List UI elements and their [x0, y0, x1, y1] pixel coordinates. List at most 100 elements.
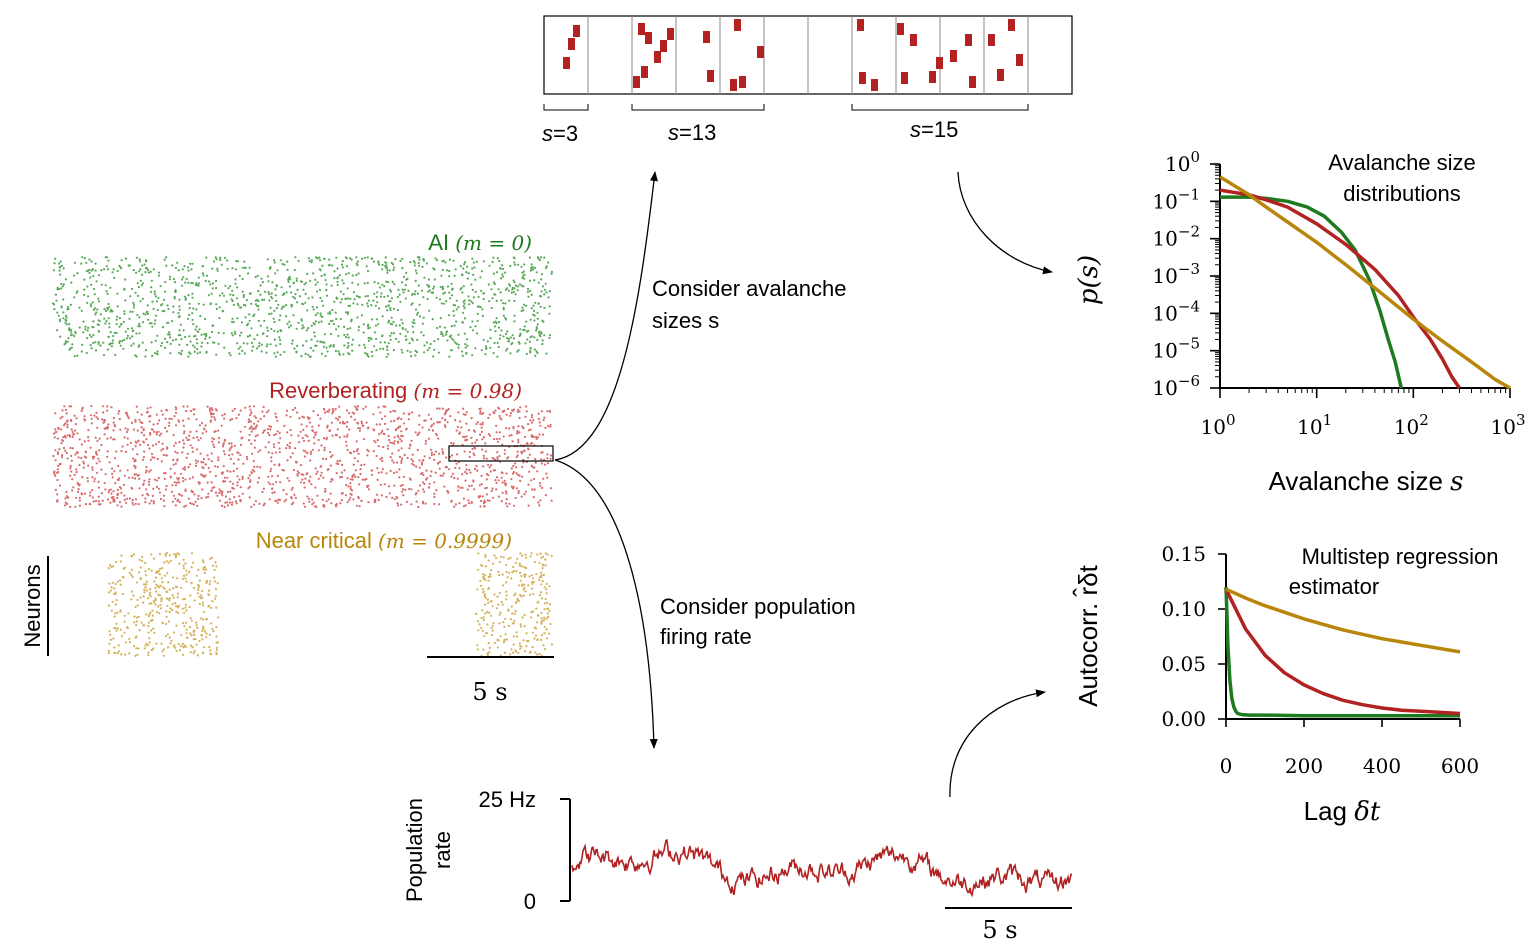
spike-dot [279, 314, 282, 317]
spike-dot [54, 474, 57, 477]
spike-dot [487, 474, 490, 477]
spike-dot [441, 474, 444, 477]
spike-dot [166, 604, 169, 608]
spike-dot [347, 344, 350, 347]
spike-dot [356, 316, 359, 319]
spike-dot [323, 437, 326, 440]
spike-dot [186, 439, 189, 442]
spike-dot [58, 318, 62, 321]
spike-dot [64, 436, 67, 439]
spike-dot [395, 428, 398, 431]
spike-dot [549, 457, 552, 460]
spike-dot [259, 449, 262, 452]
spike-dot [402, 488, 405, 491]
spike-dot [228, 449, 231, 452]
spike-dot [204, 335, 207, 338]
spike-dot [108, 642, 111, 645]
spike-dot [142, 440, 145, 443]
spike-dot [233, 407, 236, 410]
spike-dot [451, 288, 454, 291]
spike-dot [487, 579, 490, 582]
spike-dot [505, 482, 508, 485]
spike-dot [428, 482, 431, 485]
spike-dot [100, 283, 103, 286]
spike-dot [310, 259, 313, 262]
spike-dot [314, 434, 317, 437]
spike-dot [436, 326, 439, 330]
spike-dot [142, 458, 145, 461]
spike-dot [465, 435, 468, 438]
spike-dot [544, 552, 547, 555]
spike-dot [535, 271, 538, 274]
spike-dot [250, 302, 253, 305]
spike-dot [214, 430, 217, 433]
spike-dot [287, 326, 291, 329]
spike-dot [217, 441, 221, 444]
spike-dot [393, 419, 396, 422]
spike-dot [96, 439, 99, 442]
spike-dot [132, 594, 135, 597]
spike-dot [512, 464, 515, 468]
spike-dot [193, 630, 196, 633]
spike-dot [124, 278, 127, 281]
spike-dot [273, 309, 276, 312]
spike-dot [527, 483, 530, 486]
spike-dot [271, 281, 274, 284]
spike-dot [169, 475, 172, 478]
spike-dot [195, 574, 198, 577]
spike-dot [414, 269, 417, 272]
spike-dot [286, 477, 289, 480]
spike-dot [519, 328, 522, 331]
spike-dot [466, 277, 469, 280]
spike-dot [263, 290, 267, 293]
spike-dot [142, 428, 145, 431]
spike-dot [512, 279, 515, 282]
spike-dot [471, 267, 474, 270]
spike-mark [901, 72, 908, 84]
spike-dot [493, 341, 496, 345]
spike-dot [335, 256, 338, 259]
spike-dot [545, 472, 548, 475]
spike-dot [294, 406, 297, 410]
spike-dot [507, 289, 510, 292]
spike-dot [539, 638, 543, 642]
spike-dot [274, 433, 278, 436]
spike-dot [445, 410, 448, 413]
spike-dot [529, 346, 532, 349]
spike-dot [529, 428, 532, 431]
spike-dot [167, 581, 170, 584]
spike-dot [404, 488, 407, 491]
spike-dot [491, 456, 494, 460]
spike-dot [138, 332, 141, 335]
spike-dot [303, 505, 307, 508]
spike-dot [506, 505, 509, 508]
spike-dot [177, 481, 180, 484]
spike-dot [486, 499, 489, 502]
spike-dot [377, 261, 380, 264]
spike-dot [496, 456, 499, 459]
spike-dot [120, 634, 124, 638]
spike-dot [112, 490, 115, 493]
ai-label: AI (m = 0) [428, 230, 532, 255]
spike-dot [242, 295, 245, 299]
spike-dot [132, 457, 135, 460]
spike-dot [480, 483, 483, 486]
spike-dot [343, 344, 346, 347]
spike-dot [164, 635, 168, 638]
spike-dot [532, 435, 536, 438]
spike-dot [135, 256, 138, 259]
spike-dot [148, 502, 151, 505]
spike-dot [232, 487, 235, 490]
spike-dot [375, 295, 378, 298]
spike-dot [265, 411, 269, 414]
spike-dot [378, 433, 381, 436]
spike-dot [401, 490, 404, 493]
spike-dot [406, 349, 409, 352]
spike-dot [161, 621, 164, 624]
spike-dot [484, 596, 487, 599]
spike-dot [488, 466, 491, 469]
spike-dot [335, 328, 338, 331]
spike-dot [214, 561, 217, 564]
spike-dot [231, 453, 234, 456]
spike-dot [463, 332, 466, 335]
